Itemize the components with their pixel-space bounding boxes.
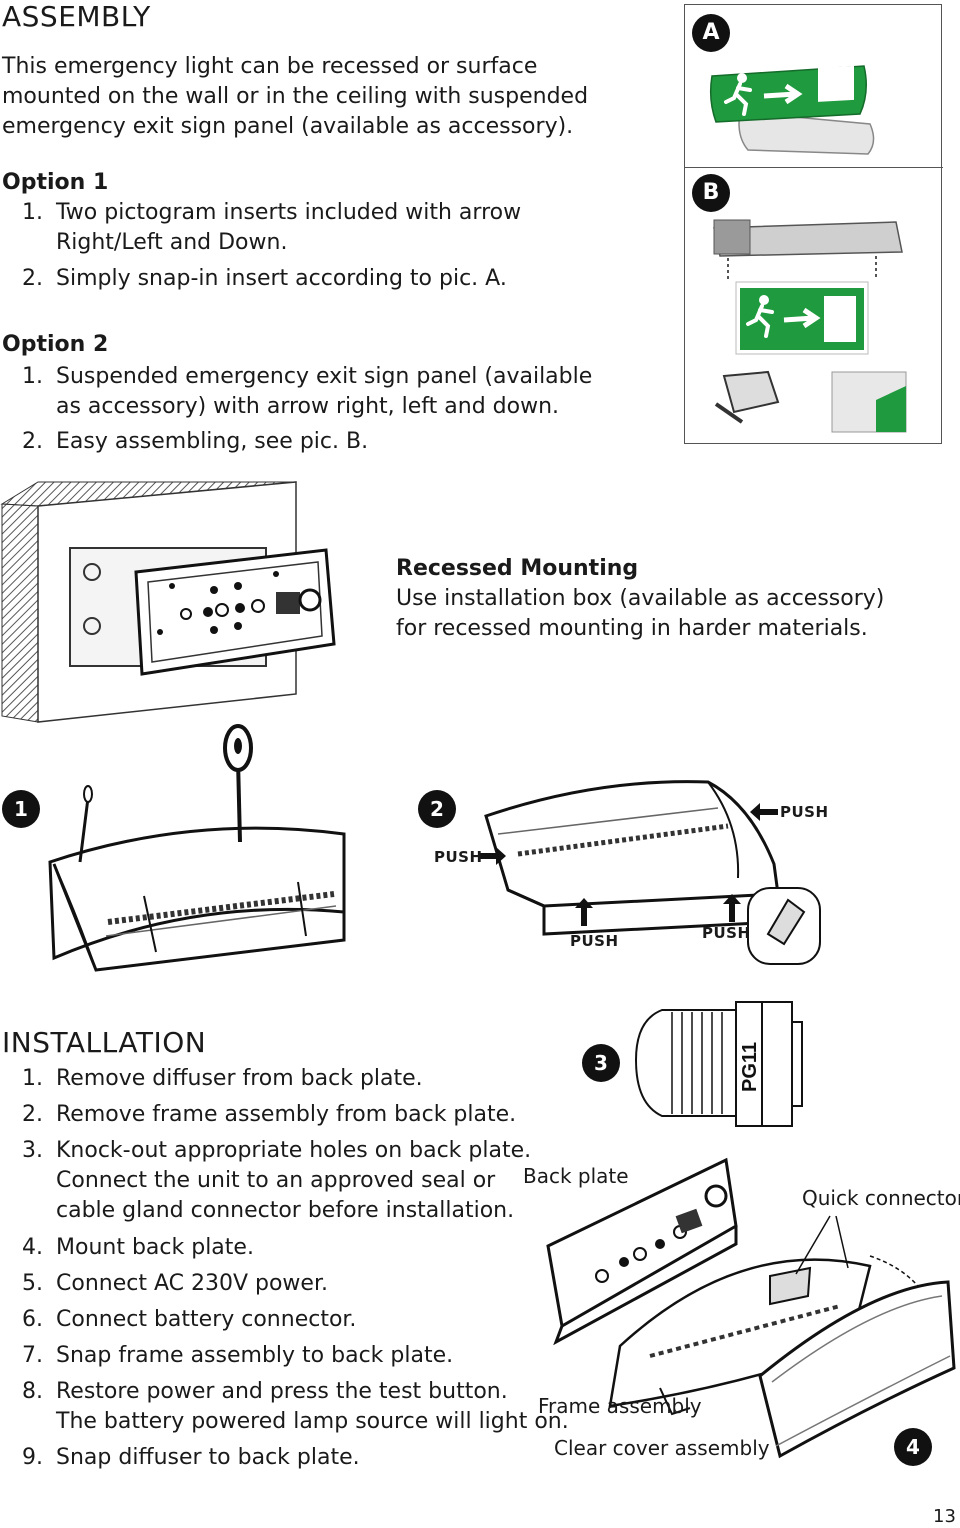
item-number: 5.: [22, 1271, 43, 1296]
callout-clear-cover: Clear cover assembly: [554, 1436, 770, 1460]
exploded-assembly-illustration: [546, 1157, 956, 1459]
item-text: Two pictogram inserts included with arro…: [56, 200, 522, 225]
item-number: 3.: [22, 1138, 43, 1163]
intro-line: This emergency light can be recessed or …: [2, 54, 538, 79]
push-label: PUSH: [434, 848, 483, 866]
assembly-heading: ASSEMBLY: [2, 0, 151, 33]
step-2-illustration: [484, 780, 821, 965]
item-text: Restore power and press the test button.: [56, 1379, 508, 1404]
item-text: Remove diffuser from back plate.: [56, 1066, 423, 1091]
push-arrow-icon: [575, 898, 593, 926]
item-number: 2.: [22, 429, 43, 454]
step-1-illustration: [48, 724, 346, 972]
item-text: Connect the unit to an approved seal or: [56, 1168, 496, 1193]
push-label: PUSH: [780, 803, 829, 821]
callout-frame-assembly: Frame assembly: [538, 1394, 702, 1418]
installation-heading: INSTALLATION: [2, 1026, 207, 1059]
item-text: Connect battery connector.: [56, 1307, 357, 1332]
assembly-intro: This emergency light can be recessed or …: [2, 52, 622, 142]
pic-b-badge: B: [692, 174, 730, 212]
step-3-badge: 3: [582, 1044, 620, 1082]
recessed-title: Recessed Mounting: [396, 556, 639, 581]
push-arrow-icon: [750, 803, 778, 821]
step-2-badge: 2: [418, 790, 456, 828]
pic-a-illustration: [709, 65, 875, 155]
option2-title: Option 2: [2, 332, 109, 357]
callout-back-plate: Back plate: [523, 1164, 629, 1188]
item-text: Mount back plate.: [56, 1235, 254, 1260]
item-text: Snap diffuser to back plate.: [56, 1445, 360, 1470]
option1-title: Option 1: [2, 170, 109, 195]
item-number: 1.: [22, 200, 43, 225]
pictures-ab-frame: [684, 4, 943, 444]
recessed-mounting-illustration: [0, 481, 336, 723]
divider: [685, 167, 943, 168]
item-number: 2.: [22, 1102, 43, 1127]
gland-marking: PG11: [739, 1042, 761, 1092]
push-arrow-icon: [723, 894, 741, 922]
intro-line: mounted on the wall or in the ceiling wi…: [2, 84, 589, 109]
page-number: 13: [933, 1506, 956, 1527]
item-number: 1.: [22, 1066, 43, 1091]
step-4-badge: 4: [894, 1428, 932, 1466]
pic-b-illustration: [713, 219, 907, 433]
item-text: as accessory) with arrow right, left and…: [56, 394, 560, 419]
item-number: 4.: [22, 1235, 43, 1260]
item-number: 8.: [22, 1379, 43, 1404]
push-label: PUSH: [570, 932, 619, 950]
item-number: 7.: [22, 1343, 43, 1368]
item-text: Remove frame assembly from back plate.: [56, 1102, 517, 1127]
item-text: Knock-out appropriate holes on back plat…: [56, 1138, 532, 1163]
item-number: 9.: [22, 1445, 43, 1470]
recessed-line: for recessed mounting in harder material…: [396, 616, 868, 641]
item-text: Suspended emergency exit sign panel (ava…: [56, 364, 593, 389]
item-number: 2.: [22, 266, 43, 291]
step-1-badge: 1: [2, 790, 40, 828]
push-arrow-icon: [478, 847, 506, 865]
item-text: Snap frame assembly to back plate.: [56, 1343, 454, 1368]
push-label: PUSH: [702, 924, 751, 942]
item-text: Easy assembling, see pic. B.: [56, 429, 369, 454]
recessed-line: Use installation box (available as acces…: [396, 586, 885, 611]
item-text: Connect AC 230V power.: [56, 1271, 328, 1296]
item-text: Right/Left and Down.: [56, 230, 288, 255]
cable-gland-illustration: PG11: [634, 1001, 803, 1127]
item-number: 1.: [22, 364, 43, 389]
item-text: Simply snap-in insert according to pic. …: [56, 266, 507, 291]
recessed-text: Use installation box (available as acces…: [396, 584, 916, 644]
item-text: cable gland connector before installatio…: [56, 1198, 515, 1223]
callout-quick-connector: Quick connector: [802, 1186, 960, 1210]
intro-line: emergency exit sign panel (available as …: [2, 114, 574, 139]
item-number: 6.: [22, 1307, 43, 1332]
item-text: The battery powered lamp source will lig…: [56, 1409, 569, 1434]
pic-a-badge: A: [692, 14, 730, 52]
